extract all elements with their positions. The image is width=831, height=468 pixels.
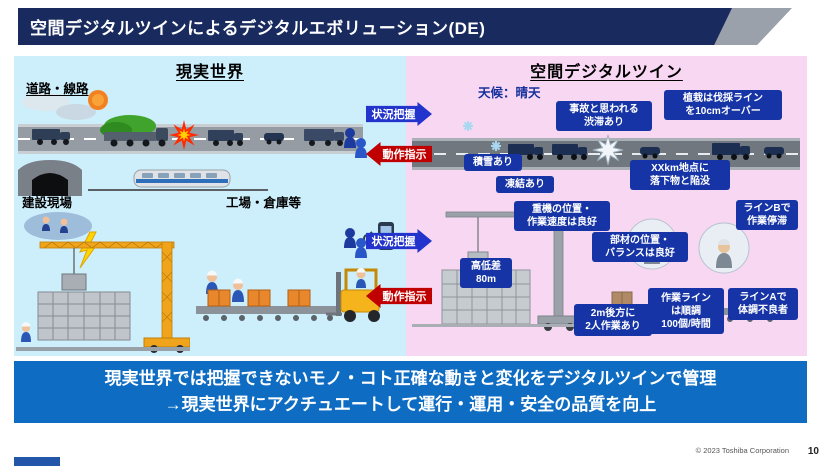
page-number: 10 [807, 446, 819, 457]
digital-twin-panel: 空間デジタルツイン 天候：晴天 [406, 56, 807, 356]
callout-line-b: ラインBで 作業停滞 [736, 200, 798, 230]
footer-brand-bar [14, 457, 60, 466]
callout-work-line: 作業ライン は順調 100個/時間 [648, 288, 724, 334]
construction-label: 建設現場 [22, 196, 73, 210]
copyright-text: © 2023 Toshiba Corporation [695, 446, 789, 455]
weather-note: 天候：晴天 [478, 86, 541, 100]
callout-line-a: ラインAで 体調不良者 [728, 288, 798, 320]
truck-icon [552, 144, 587, 155]
title-bar: 空間デジタルツインによるデジタルエボリューション(DE) [18, 8, 792, 45]
truck-icon [508, 144, 543, 155]
road-rail-scene [18, 90, 363, 196]
situation-arrow-bottom: 状況把握 [366, 229, 432, 253]
title-bar-navy: 空間デジタルツインによるデジタルエボリューション(DE) [18, 8, 732, 45]
instruction-arrow-top: 動作指示 [366, 142, 432, 166]
digital-twin-header: 空間デジタルツイン [530, 64, 683, 81]
forklift-icon [326, 268, 380, 322]
callout-planting: 植栽は伐採ライン を10cmオーバー [664, 90, 782, 120]
observer-icon [344, 128, 367, 158]
snowflake-icon [463, 121, 473, 131]
callout-material: 部材の位置・ バランスは良好 [592, 232, 688, 262]
car-icon [640, 147, 660, 155]
summary-line-1: 現実世界では把握できないモノ・コト正確な動きと変化をデジタルツインで管理 [104, 368, 717, 388]
worker-icon [232, 278, 244, 302]
conveyor-icon [196, 306, 336, 321]
callout-workers-behind: 2m後方に 2人作業あり [574, 304, 652, 336]
truck-icon [712, 143, 750, 155]
summary-line-2: →現実世界にアクチュエートして運行・運用・安全の品質を向上 [164, 395, 657, 414]
lightning-icon [79, 231, 98, 269]
collision-icon [169, 120, 199, 150]
construction-scene [16, 212, 190, 353]
factory-label: 工場・倉庫等 [226, 196, 302, 210]
truck-icon [32, 129, 70, 140]
summary-banner: 現実世界では把握できないモノ・コト正確な動きと変化をデジタルツインで管理 →現実… [14, 361, 807, 423]
box-icon [207, 289, 311, 307]
tree-truck-icon [100, 115, 168, 147]
callout-traffic-jam: 事故と思われる 渋滞あり [556, 101, 652, 131]
train-icon [133, 169, 231, 188]
callout-heavy-machine: 重機の位置・ 作業速度は良好 [514, 201, 610, 231]
worker-icon [60, 218, 68, 233]
truck-icon [304, 129, 344, 141]
callout-snow: 積雪あり [464, 154, 522, 171]
instruction-arrow-bottom: 動作指示 [366, 284, 432, 308]
car-icon [264, 133, 284, 141]
observer-icon [344, 228, 367, 258]
real-world-header: 現実世界 [175, 64, 244, 81]
snowflake-icon [491, 141, 501, 151]
real-world-panel: 現実世界 道路・線路 建設現場 工場・倉庫等 [14, 56, 406, 356]
monitored-worker-icon [698, 222, 750, 274]
incident-icon [592, 134, 624, 166]
tunnel-icon [32, 173, 68, 196]
worker-icon [21, 322, 31, 342]
car-icon [764, 147, 784, 155]
truck-icon [208, 130, 243, 141]
callout-freeze: 凍結あり [496, 176, 554, 193]
page-title: 空間デジタルツインによるデジタルエボリューション(DE) [30, 19, 486, 38]
road-rail-label: 道路・線路 [26, 82, 89, 96]
worker-icon [42, 216, 50, 231]
callout-fallen-object: XXkm地点に 落下物と陥没 [630, 160, 730, 190]
main-content: 現実世界 道路・線路 建設現場 工場・倉庫等 [14, 56, 807, 356]
building-icon [37, 291, 131, 341]
callout-elevation: 高低差 80m [460, 258, 512, 288]
situation-arrow-top: 状況把握 [366, 102, 432, 126]
